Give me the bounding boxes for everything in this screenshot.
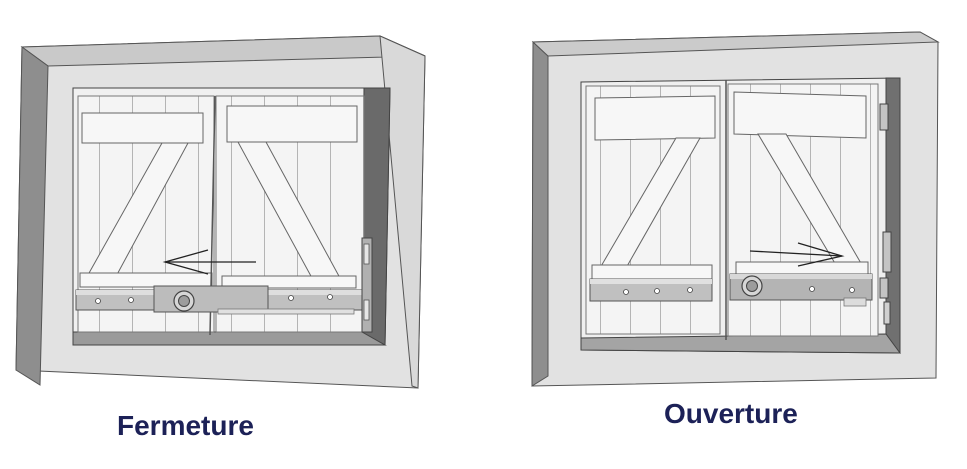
right-frame-hinges <box>879 103 892 325</box>
left-frame-catch <box>361 237 373 333</box>
closed-window-assembly <box>15 35 426 389</box>
right-shutter-open-b <box>727 83 879 337</box>
left-locking-bar <box>75 285 369 315</box>
caption-opening: Ouverture <box>664 398 798 429</box>
arrow-right-icon <box>749 242 845 267</box>
caption-closing: Fermeture <box>117 410 254 441</box>
open-window-assembly <box>531 31 940 387</box>
left-shutter-open-b <box>585 85 721 335</box>
arrow-left-icon <box>162 249 256 275</box>
